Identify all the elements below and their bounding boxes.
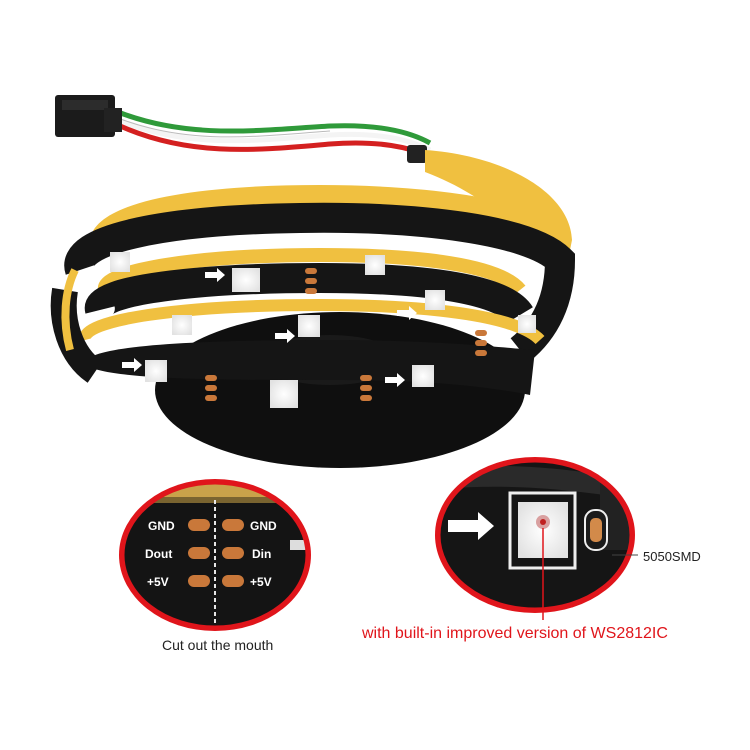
solder-pads <box>205 268 487 401</box>
callout-pointers <box>542 528 638 620</box>
pad-label-gnd-left: GND <box>148 519 175 533</box>
led-chips <box>110 252 536 408</box>
led-chip-callout <box>435 457 635 613</box>
pad-label-gnd-right: GND <box>250 519 277 533</box>
cut-point-caption: Cut out the mouth <box>162 637 274 653</box>
cut-point-callout: GND Dout +5V GND Din +5V <box>119 479 311 631</box>
pad-label-dout: Dout <box>145 547 172 561</box>
arrow-icon <box>448 512 494 540</box>
pad-label-5v-left: +5V <box>147 575 169 589</box>
arrow-icon <box>122 268 417 387</box>
led-strip-coils <box>50 150 576 395</box>
led-type-caption: 5050SMD <box>643 549 701 564</box>
connector-icon <box>55 95 432 163</box>
pad-label-din: Din <box>252 547 271 561</box>
ic-caption: with built-in improved version of WS2812… <box>362 625 668 642</box>
pad-label-5v-right: +5V <box>250 575 272 589</box>
